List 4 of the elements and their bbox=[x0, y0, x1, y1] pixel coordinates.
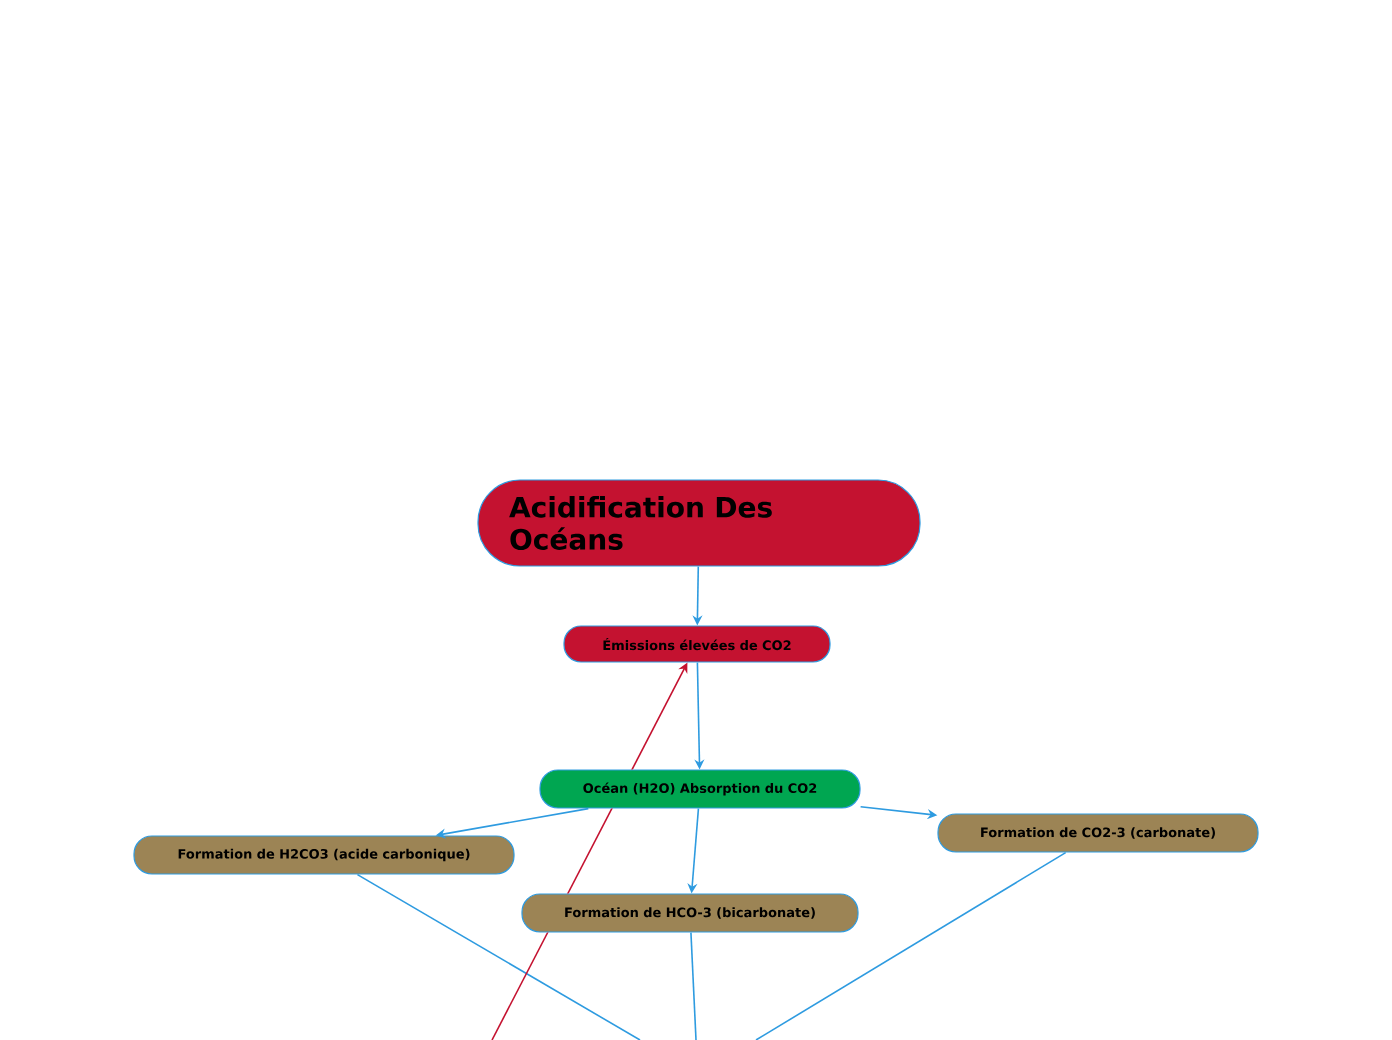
connector bbox=[690, 931, 697, 1040]
connector bbox=[356, 873, 641, 1040]
connector bbox=[755, 851, 1067, 1040]
title-box: Acidification Des Océans bbox=[477, 479, 921, 567]
